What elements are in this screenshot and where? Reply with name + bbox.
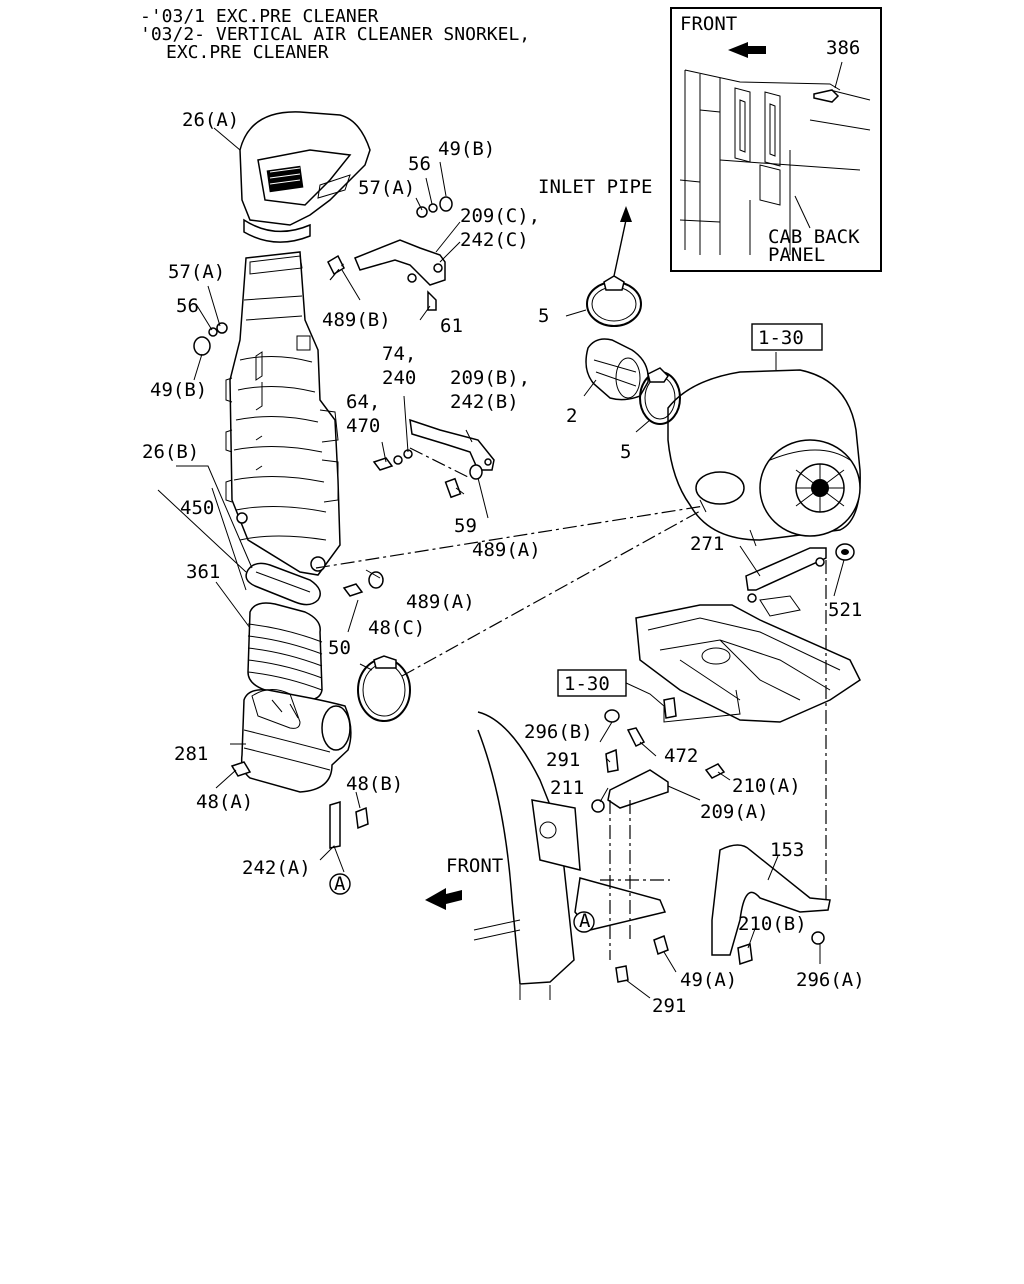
label-242c: 242(C) bbox=[460, 229, 529, 251]
label-291-bottom: 291 bbox=[652, 995, 686, 1017]
label-470: 470 bbox=[346, 415, 380, 437]
header-notes: -'03/1 EXC.PRE CLEANER '03/2- VERTICAL A… bbox=[140, 6, 530, 63]
label-26a: 26(A) bbox=[182, 109, 239, 131]
label-48c: 48(C) bbox=[368, 617, 425, 639]
inlet-arrow-icon bbox=[620, 206, 632, 222]
label-386: 386 bbox=[826, 37, 860, 59]
label-48a: 48(A) bbox=[196, 791, 253, 813]
label-48b: 48(B) bbox=[346, 773, 403, 795]
bracket-209b bbox=[372, 418, 495, 499]
inset-cab-back-panel: FRONT 386 CAB BACK PANEL bbox=[670, 7, 882, 272]
label-64: 64, bbox=[346, 391, 380, 413]
label-209c: 209(C), bbox=[460, 205, 540, 227]
label-panel: PANEL bbox=[768, 244, 825, 266]
bracket-242a bbox=[230, 761, 369, 895]
bracket-209a bbox=[591, 709, 825, 983]
inset-front-label: FRONT bbox=[680, 13, 737, 35]
label-26b: 26(B) bbox=[142, 441, 199, 463]
label-271: 271 bbox=[690, 533, 724, 555]
clamp-5-bottom bbox=[639, 367, 681, 425]
label-2: 2 bbox=[566, 405, 577, 427]
label-61: 61 bbox=[440, 315, 463, 337]
header-line-1: -'03/1 EXC.PRE CLEANER bbox=[140, 6, 379, 27]
leader-lines bbox=[157, 127, 845, 999]
label-49b-top: 49(B) bbox=[438, 138, 495, 160]
label-circle-a2: A bbox=[579, 910, 591, 932]
label-56-top: 56 bbox=[408, 153, 431, 175]
label-57a-left: 57(A) bbox=[168, 261, 225, 283]
label-5-top: 5 bbox=[538, 305, 549, 327]
label-210a: 210(A) bbox=[732, 775, 801, 797]
label-211: 211 bbox=[550, 777, 584, 799]
gasket-450 bbox=[245, 562, 321, 606]
label-210b: 210(B) bbox=[738, 913, 807, 935]
inlet-pipe-leader bbox=[613, 219, 627, 277]
label-291-top: 291 bbox=[546, 749, 580, 771]
ref-box-130-top bbox=[751, 323, 823, 351]
label-ref-130-top: 1-30 bbox=[758, 327, 804, 349]
label-472: 472 bbox=[664, 745, 698, 767]
label-74: 74, bbox=[382, 343, 416, 365]
part-labels: 26(A) 49(B) 56 57(A) 209(C), 242(C) 57(A… bbox=[142, 109, 865, 1017]
bellows-361 bbox=[247, 602, 323, 702]
label-59: 59 bbox=[454, 515, 477, 537]
label-209b: 209(B), bbox=[450, 367, 530, 389]
label-209a: 209(A) bbox=[700, 801, 769, 823]
label-5-bottom: 5 bbox=[620, 441, 631, 463]
inlet-hose-2 bbox=[585, 338, 649, 401]
snorkel-head-26a bbox=[239, 111, 371, 243]
label-450: 450 bbox=[180, 497, 214, 519]
label-361: 361 bbox=[186, 561, 220, 583]
label-242a: 242(A) bbox=[242, 857, 311, 879]
front-arrow-icon bbox=[728, 42, 766, 58]
clamp-5-top bbox=[586, 275, 642, 327]
label-ref-130-mid: 1-30 bbox=[564, 673, 610, 695]
fasteners-48c bbox=[342, 571, 384, 597]
elbow-281 bbox=[240, 688, 352, 793]
label-57a-top: 57(A) bbox=[358, 177, 415, 199]
bracket-271 bbox=[745, 543, 855, 603]
bracket-209c bbox=[327, 196, 453, 311]
label-50: 50 bbox=[328, 637, 351, 659]
label-521: 521 bbox=[828, 599, 862, 621]
snorkel-body-26b bbox=[225, 251, 341, 576]
label-circle-a1: A bbox=[334, 873, 346, 895]
clamp-50 bbox=[357, 655, 411, 722]
front-arrow-main-icon bbox=[425, 888, 462, 910]
header-line-2: '03/2- VERTICAL AIR CLEANER SNORKEL, bbox=[140, 24, 530, 45]
label-cab-back: CAB BACK bbox=[768, 226, 860, 248]
label-56-left: 56 bbox=[176, 295, 199, 317]
label-240: 240 bbox=[382, 367, 416, 389]
label-49b-left: 49(B) bbox=[150, 379, 207, 401]
label-153: 153 bbox=[770, 839, 804, 861]
mount-tray bbox=[635, 595, 861, 723]
label-489b: 489(B) bbox=[322, 309, 391, 331]
reference-circle-a2 bbox=[573, 911, 595, 933]
label-489a-1: 489(A) bbox=[472, 539, 541, 561]
inset-frame bbox=[670, 7, 882, 272]
label-front-main: FRONT bbox=[446, 855, 503, 877]
air-cleaner bbox=[667, 369, 861, 547]
label-489a-2: 489(A) bbox=[406, 591, 475, 613]
clip-386 bbox=[813, 89, 840, 103]
label-281: 281 bbox=[174, 743, 208, 765]
label-inlet-pipe: INLET PIPE bbox=[538, 176, 652, 198]
label-296a: 296(A) bbox=[796, 969, 865, 991]
hardware-left bbox=[193, 322, 228, 356]
ref-box-130-mid bbox=[557, 669, 627, 697]
chassis-frame bbox=[473, 711, 831, 1000]
header-line-3: EXC.PRE CLEANER bbox=[166, 42, 329, 63]
label-242b: 242(B) bbox=[450, 391, 519, 413]
centerlines bbox=[315, 261, 827, 960]
label-49a: 49(A) bbox=[680, 969, 737, 991]
label-296b: 296(B) bbox=[524, 721, 593, 743]
